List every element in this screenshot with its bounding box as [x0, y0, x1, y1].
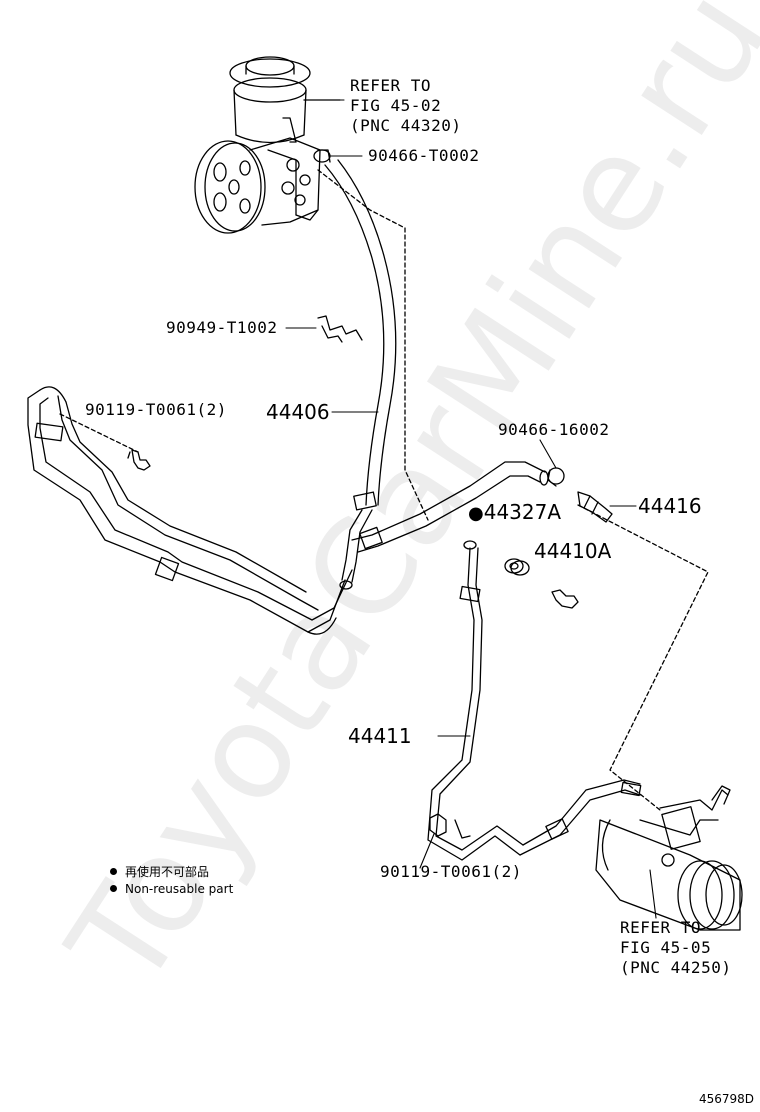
refer-pump-line-1: REFER TO — [350, 76, 432, 95]
part-label-clip[interactable]: 90949-T1002 — [166, 318, 278, 337]
bolt-icon — [127, 449, 151, 471]
bolt-bottom-icon — [429, 813, 447, 837]
part-label-bolt-bottom[interactable]: 90119-T0061(2) — [380, 862, 522, 881]
refer-pump-line-3: (PNC 44320) — [350, 116, 462, 135]
part-label-tube-return[interactable]: 44411 — [348, 724, 412, 748]
gasket-number: 44327A — [483, 500, 562, 524]
refer-gear-line-2: FIG 45-05 — [620, 938, 712, 957]
union-bolt-icon — [577, 491, 613, 523]
refer-pump-line-2: FIG 45-02 — [350, 96, 442, 115]
legend-line-japanese: 再使用不可部品 — [110, 864, 233, 881]
document-id: 456798D — [698, 1092, 754, 1106]
return-tube-icon — [427, 540, 642, 861]
legend-text-japanese: 再使用不可部品 — [125, 865, 210, 879]
bolt-union-icon — [551, 589, 579, 609]
part-label-clamp-top[interactable]: 90466-T0002 — [368, 146, 480, 165]
refer-gear-line-1: REFER TO — [620, 918, 702, 937]
reference-lines — [59, 169, 709, 811]
legend-dot-icon — [110, 868, 117, 875]
legend: 再使用不可部品 Non-reusable part — [110, 864, 233, 898]
legend-line-english: Non-reusable part — [110, 881, 233, 898]
legend-dot-icon — [110, 885, 117, 892]
hose-clamp-icon — [313, 149, 331, 163]
non-reusable-marker: ● — [468, 503, 484, 524]
leader-lines — [285, 99, 657, 919]
legend-text-english: Non-reusable part — [125, 882, 234, 896]
hose-clamp-right-icon — [547, 467, 565, 487]
part-label-gasket[interactable]: ●44327A — [468, 501, 561, 525]
steering-gear-icon — [595, 785, 743, 931]
part-label-union-bolt[interactable]: 44416 — [638, 494, 702, 518]
refer-gear-line-3: (PNC 44250) — [620, 958, 732, 977]
part-label-bolt-union[interactable]: 44410A — [534, 539, 612, 563]
return-pipe-left-icon — [27, 386, 353, 635]
clip-icon — [317, 315, 363, 343]
part-label-bolt-left[interactable]: 90119-T0061(2) — [85, 400, 227, 419]
return-hose-upper-icon — [351, 461, 549, 553]
pump-assembly-icon — [194, 56, 341, 234]
part-label-clamp-right[interactable]: 90466-16002 — [498, 420, 610, 439]
part-label-hose-pressure[interactable]: 44406 — [266, 400, 330, 424]
gasket-icon — [504, 558, 530, 576]
pressure-hose-icon — [324, 159, 397, 590]
